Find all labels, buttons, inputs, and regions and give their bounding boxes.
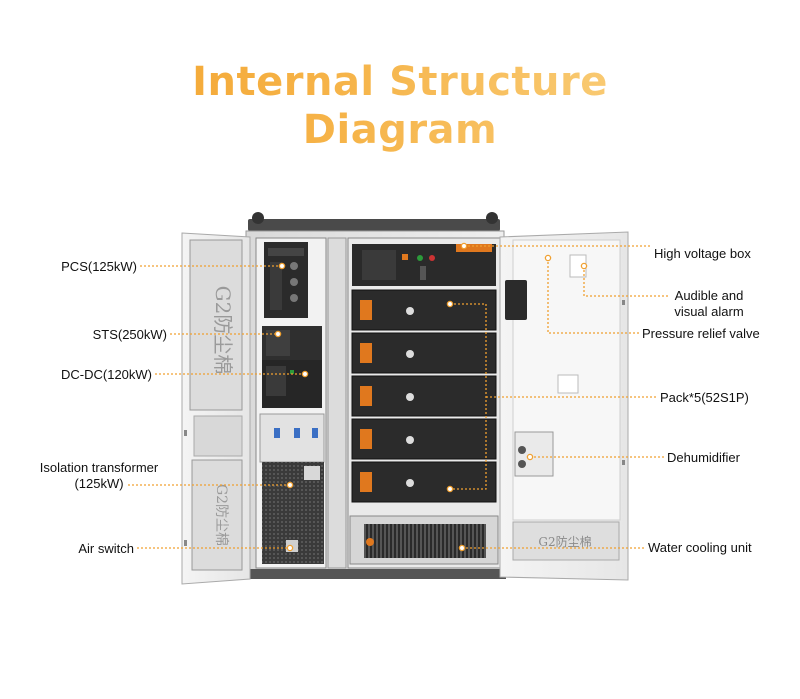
label-sts: STS(250kW) [92,327,167,342]
label-dcdc: DC-DC(120kW) [61,367,152,382]
left-door: G2防尘棉 G2防尘棉 [181,232,251,585]
right-door-bottom-text: G2防尘棉 [538,534,591,549]
label-dehumidifier: Dehumidifier [667,450,740,465]
label-pack: Pack*5(52S1P) [660,390,749,405]
leader-anchors [274,242,588,552]
label-audible-visual-alarm: Audible and visual alarm [654,288,764,320]
label-isolation-line-1: Isolation transformer [39,460,159,475]
right-door: G2防尘棉 [499,231,629,581]
label-alarm-line-1: Audible and [674,288,744,303]
cabinet-roof [248,212,500,231]
sts-module [262,326,322,360]
label-water-cooling-unit: Water cooling unit [648,540,752,555]
label-high-voltage-box: High voltage box [654,246,751,261]
label-pressure-relief-valve: Pressure relief valve [642,326,760,341]
battery-pack-5 [351,461,497,503]
title-line-1: Internal Structure [0,58,800,106]
battery-pack-1 [351,289,497,331]
left-door-bottom-text: G2防尘棉 [213,484,230,546]
isolation-transformer-module [259,413,325,534]
leader-lines [128,245,668,549]
battery-pack-4 [351,418,497,460]
high-voltage-box [352,244,496,286]
battery-pack-2 [351,332,497,374]
label-isolation-line-2: (125kW) [74,476,124,491]
battery-pack-3 [351,375,497,417]
label-pcs: PCS(125kW) [61,259,137,274]
dcdc-module [262,360,322,408]
label-isolation-transformer: Isolation transformer (125kW) [24,460,174,492]
water-cooling-unit [349,515,499,565]
title-line-2: Diagram [0,106,800,154]
left-door-top-text: G2防尘棉 [211,286,235,375]
label-air-switch: Air switch [78,541,134,556]
label-alarm-line-2: visual alarm [674,304,744,319]
pcs-module [264,242,308,318]
